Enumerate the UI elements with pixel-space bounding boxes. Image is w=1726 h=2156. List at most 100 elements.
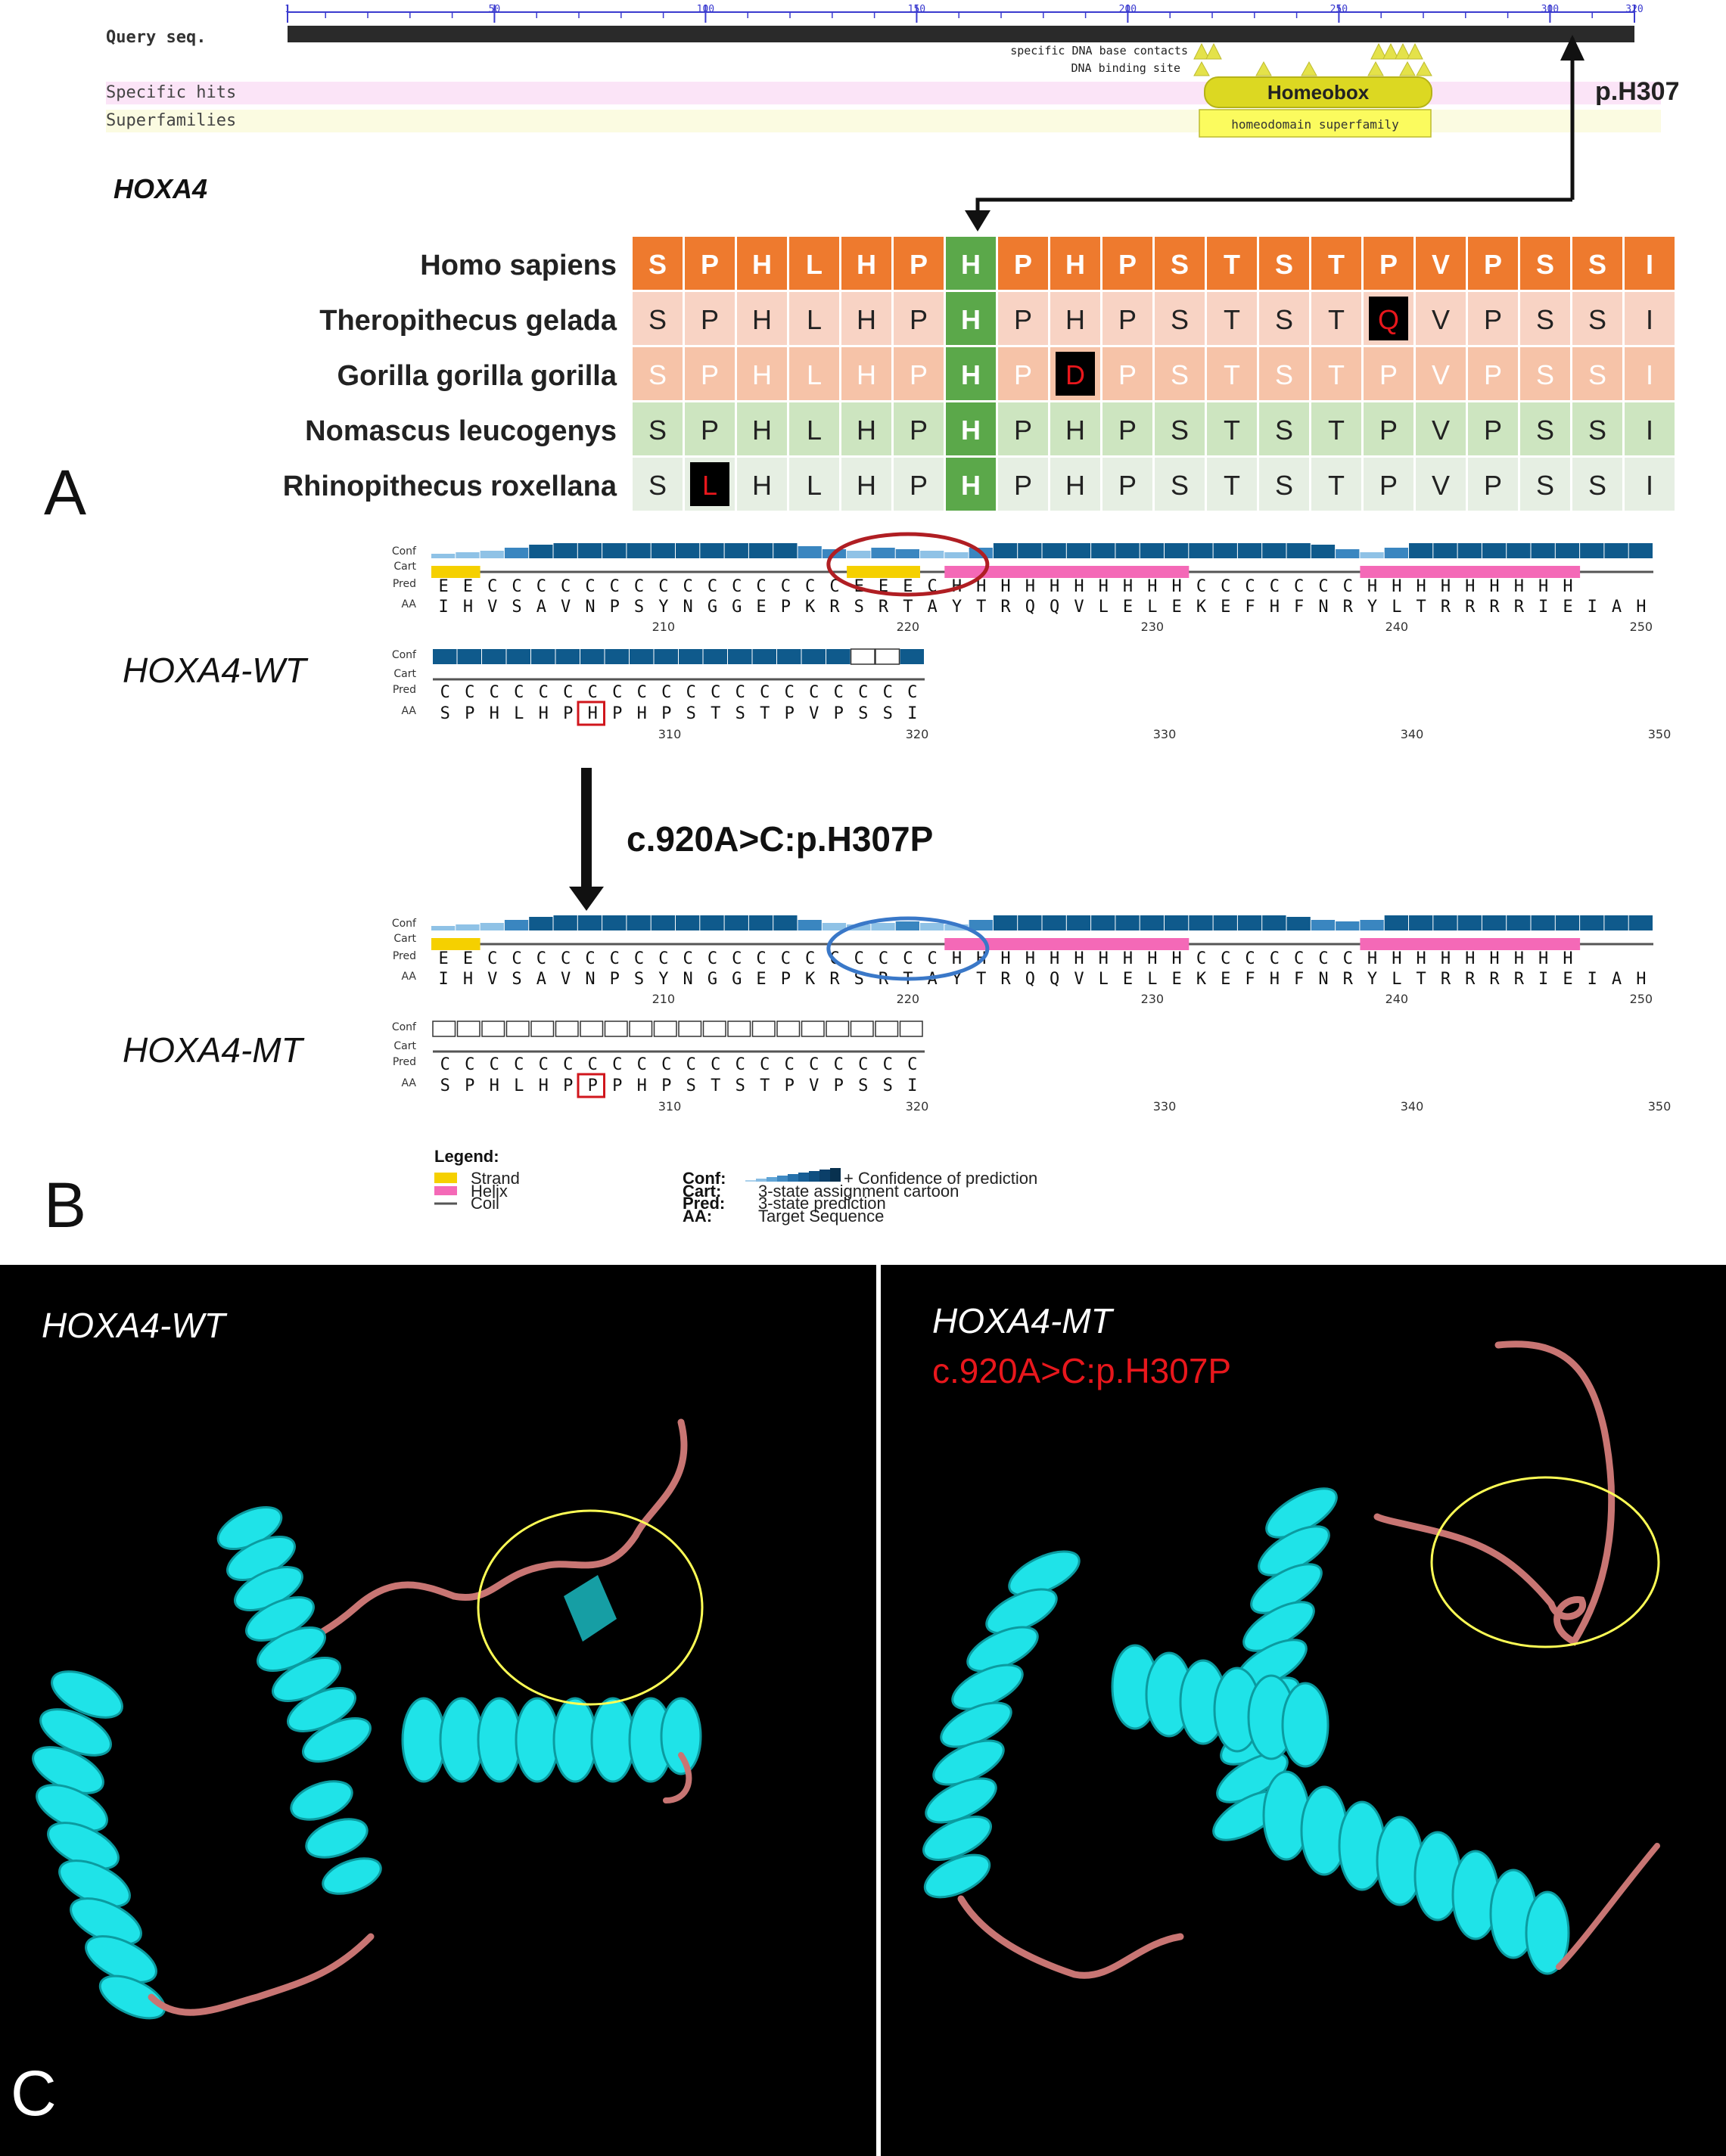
aa-residue: R (1489, 598, 1500, 617)
track-label-cart: Cart (393, 1040, 416, 1052)
aa-residue: Y (1367, 970, 1377, 989)
aa-residue: H (1270, 970, 1280, 989)
alignment-cell (1520, 237, 1570, 290)
mutation-arrow-shaft (581, 768, 592, 889)
pred-state: H (1172, 949, 1182, 968)
residue: P (1118, 359, 1137, 390)
conf-bar (555, 1021, 579, 1037)
ruler-tick-label: 320 (1625, 4, 1643, 15)
conf-bar (1628, 543, 1653, 558)
query-seq-bar (288, 26, 1634, 42)
conf-bar (676, 915, 700, 930)
track-label-conf: Conf (392, 1021, 417, 1033)
aa-residue: V (561, 970, 571, 989)
ruler-tick-label: 100 (697, 4, 714, 15)
residue: I (1646, 359, 1653, 390)
conf-bar (700, 915, 724, 930)
aa-residue: L (514, 1076, 524, 1095)
aa-residue: V (809, 704, 819, 723)
aa-residue: E (1563, 598, 1572, 617)
aa-residue: K (805, 598, 816, 617)
alignment-cell (1207, 347, 1257, 400)
alignment-cell (946, 237, 996, 290)
pred-state: C (1294, 949, 1304, 968)
conf-bar (1482, 543, 1507, 558)
conf-bar (651, 543, 675, 558)
alignment-cell (789, 347, 839, 400)
track-label-conf: Conf (392, 545, 417, 558)
aa-residue: Y (1367, 598, 1377, 617)
pred-state: C (440, 683, 450, 702)
aa-residue: S (854, 598, 864, 617)
residue: S (1171, 359, 1189, 390)
alignment-cell (1259, 237, 1309, 290)
aa-residue: K (805, 970, 816, 989)
track-label-pred: Pred (393, 1056, 416, 1068)
conf-bar (727, 1021, 751, 1037)
conf-bar (629, 1021, 653, 1037)
aa-residue: H (637, 1076, 647, 1095)
alignment-cell (1520, 292, 1570, 345)
conf-bar (826, 1021, 850, 1037)
alignment-cell (1311, 402, 1361, 455)
residue: P (1484, 304, 1502, 335)
pred-state: C (683, 949, 693, 968)
pred-state: C (756, 577, 766, 596)
conf-bar (895, 921, 919, 930)
aa-residue: G (732, 970, 742, 989)
alignment-cell (1572, 237, 1622, 290)
pred-state: C (585, 577, 595, 596)
position-tick: 210 (652, 620, 676, 634)
alignment-cell (1520, 347, 1570, 400)
alignment-cell (1416, 458, 1466, 511)
pred-state: H (1050, 949, 1059, 968)
aa-residue: S (735, 1076, 745, 1095)
aa-residue: E (1123, 598, 1133, 617)
alignment-cell (1520, 402, 1570, 455)
residue: S (1275, 249, 1293, 280)
residue: H (961, 359, 981, 390)
conf-bar (676, 543, 700, 558)
conf-bar (1189, 915, 1213, 930)
pred-state: C (465, 1055, 474, 1074)
residue: P (910, 359, 928, 390)
conf-bar (773, 915, 798, 930)
superfamilies-label: Superfamilies (106, 111, 236, 130)
aa-residue: R (1000, 598, 1011, 617)
residue: T (1224, 249, 1240, 280)
aa-residue: P (612, 1076, 622, 1095)
residue: V (1432, 415, 1450, 446)
homeobox-domain[interactable] (1204, 76, 1432, 108)
homeodomain-superfamily[interactable] (1199, 109, 1432, 138)
conf-bar (875, 1021, 899, 1037)
conf-bar (456, 1021, 480, 1037)
ruler-tick-label: 150 (908, 4, 925, 15)
psipred-legend: Legend: Strand Helix Coil Conf: + Confid… (434, 1147, 1037, 1226)
superfamily-label: homeodomain superfamily (1231, 117, 1399, 132)
conf-bar (773, 543, 798, 558)
residue: P (1014, 304, 1032, 335)
alignment-cell (841, 347, 891, 400)
pred-state: C (637, 1055, 647, 1074)
residue: S (1588, 470, 1606, 501)
aa-residue: R (879, 598, 889, 617)
pred-state: C (490, 683, 499, 702)
residue: H (752, 470, 772, 501)
alignment-cell (1050, 402, 1100, 455)
aa-residue: P (781, 970, 791, 989)
alignment-cell (633, 237, 683, 290)
wt-helix-4 (290, 1780, 382, 1895)
mt-structure-mutation: c.920A>C:p.H307P (932, 1351, 1231, 1390)
pred-state: C (1318, 577, 1328, 596)
residue: P (1379, 249, 1398, 280)
pred-state: C (1221, 577, 1230, 596)
residue: P (1379, 470, 1398, 501)
residue: S (1536, 470, 1554, 501)
aa-residue: S (512, 970, 521, 989)
conf-bar (1115, 915, 1140, 930)
ruler-tick-label: 250 (1330, 4, 1348, 15)
mutation-arrowhead (569, 887, 604, 911)
pred-state: C (760, 1055, 770, 1074)
conf-bar (1237, 543, 1262, 558)
aa-residue: V (487, 598, 497, 617)
